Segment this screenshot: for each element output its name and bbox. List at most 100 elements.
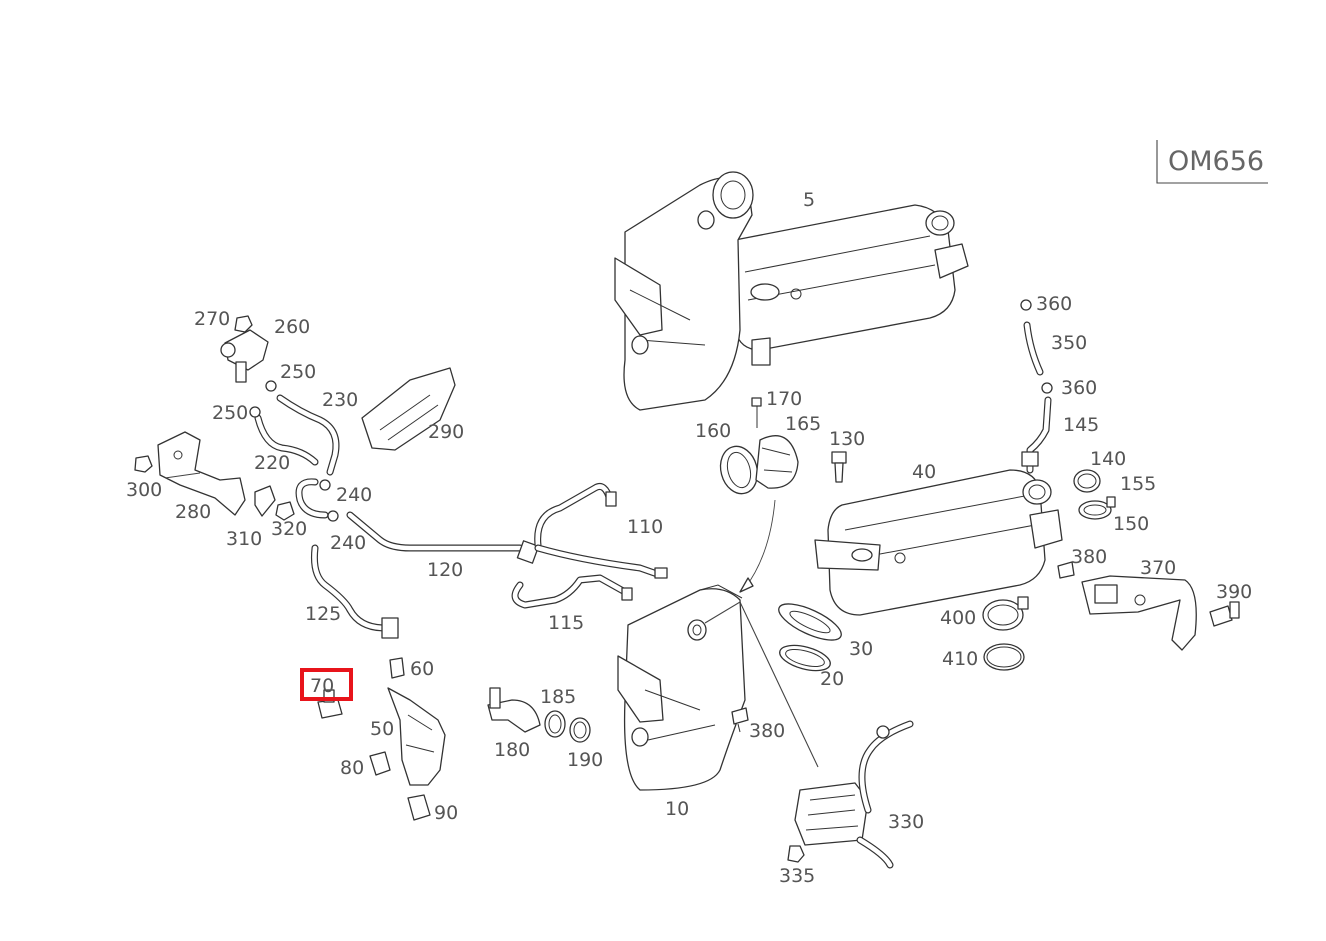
clamp-150[interactable] [1078,496,1116,520]
callout-240b[interactable]: 240 [330,532,366,554]
callout-125[interactable]: 125 [305,603,341,625]
callout-410[interactable]: 410 [942,648,978,670]
callout-380b[interactable]: 380 [749,720,785,742]
callout-70[interactable]: 70 [310,675,334,697]
clip-60[interactable] [389,657,405,679]
callout-20[interactable]: 20 [820,668,844,690]
callout-5[interactable]: 5 [803,189,815,211]
assembly-arrow [744,499,776,589]
callout-170[interactable]: 170 [766,388,802,410]
pressure-sensor-260[interactable] [220,329,269,383]
callout-80[interactable]: 80 [340,757,364,779]
clip-240-lower[interactable] [327,510,339,522]
callout-90[interactable]: 90 [434,802,458,824]
nut-270[interactable] [234,315,253,333]
callout-160[interactable]: 160 [695,420,731,442]
callout-310[interactable]: 310 [226,528,262,550]
callout-155[interactable]: 155 [1120,473,1156,495]
heat-shield-290[interactable] [361,367,456,451]
callout-10[interactable]: 10 [665,798,689,820]
clip-240-upper[interactable] [319,479,331,491]
hose-220[interactable] [254,414,329,519]
callout-330[interactable]: 330 [888,811,924,833]
connection-piece-180[interactable] [487,687,541,733]
callout-50[interactable]: 50 [370,718,394,740]
clip-250-lower[interactable] [249,406,261,418]
hose-230[interactable] [276,394,340,476]
clamp-140[interactable] [1073,469,1101,493]
callout-115[interactable]: 115 [548,612,584,634]
callout-250a[interactable]: 250 [280,361,316,383]
callout-260[interactable]: 260 [274,316,310,338]
sensor-bracket-330[interactable] [794,720,914,869]
callout-185[interactable]: 185 [540,686,576,708]
clip-90[interactable] [407,794,431,821]
callout-60[interactable]: 60 [410,658,434,680]
catalytic-converter-lower[interactable] [617,584,746,791]
pipe-350[interactable] [1020,299,1053,394]
callout-335[interactable]: 335 [779,865,815,887]
clip-250-upper[interactable] [265,380,277,392]
callout-380a[interactable]: 380 [1071,546,1107,568]
clamp-400[interactable] [982,596,1029,631]
callout-390[interactable]: 390 [1216,581,1252,603]
gasket-30[interactable] [774,597,846,647]
clamp-160[interactable] [715,442,762,498]
heat-shield-50[interactable] [387,687,446,786]
clamp-165[interactable] [755,435,799,489]
callout-370[interactable]: 370 [1140,557,1176,579]
callout-270[interactable]: 270 [194,308,230,330]
nut-335[interactable] [787,845,805,863]
callout-240a[interactable]: 240 [336,484,372,506]
sensor-line-110[interactable] [534,483,668,579]
leader-line-330 [704,601,819,768]
particulate-filter-upper[interactable] [614,171,969,411]
pressure-line-125[interactable] [311,544,399,639]
callout-280[interactable]: 280 [175,501,211,523]
variant-label: OM656 [1168,146,1264,177]
bolt-390[interactable] [1209,601,1240,627]
bracket-280[interactable] [157,431,246,516]
sensor-line-115[interactable] [511,574,633,609]
sensor-70[interactable] [317,689,343,719]
callout-130[interactable]: 130 [829,428,865,450]
seal-ring-185[interactable] [544,710,566,738]
screw-380-upper[interactable] [1057,561,1075,579]
callout-165[interactable]: 165 [785,413,821,435]
particulate-filter-right[interactable] [814,469,1063,616]
callout-30[interactable]: 30 [849,638,873,660]
callout-150[interactable]: 150 [1113,513,1149,535]
callout-180[interactable]: 180 [494,739,530,761]
callout-250b[interactable]: 250 [212,402,248,424]
callout-290[interactable]: 290 [428,421,464,443]
callout-350[interactable]: 350 [1051,332,1087,354]
callout-110[interactable]: 110 [627,516,663,538]
callout-145[interactable]: 145 [1063,414,1099,436]
callout-140[interactable]: 140 [1090,448,1126,470]
pressure-line-120[interactable] [346,511,540,564]
clamp-190[interactable] [569,717,591,743]
clip-310[interactable] [254,485,276,517]
bracket-370[interactable] [1081,575,1197,651]
ring-20[interactable] [777,641,833,676]
callout-230[interactable]: 230 [322,389,358,411]
screw-130[interactable] [831,451,847,483]
leader-lines [164,472,201,479]
variant-label-box: OM656 [1156,140,1268,184]
gasket-410[interactable] [983,643,1025,671]
callout-40[interactable]: 40 [912,461,936,483]
callout-300[interactable]: 300 [126,479,162,501]
nut-320[interactable] [275,501,295,521]
clip-80[interactable] [369,751,391,776]
callout-320[interactable]: 320 [271,518,307,540]
callout-190[interactable]: 190 [567,749,603,771]
callout-360b[interactable]: 360 [1061,377,1097,399]
bolt-170[interactable] [751,397,762,428]
callout-220[interactable]: 220 [254,452,290,474]
nut-300[interactable] [134,455,153,473]
screw-380-lower[interactable] [731,707,749,733]
callout-360a[interactable]: 360 [1036,293,1072,315]
pipe-145[interactable] [1021,396,1052,474]
callout-400[interactable]: 400 [940,607,976,629]
callout-120[interactable]: 120 [427,559,463,581]
